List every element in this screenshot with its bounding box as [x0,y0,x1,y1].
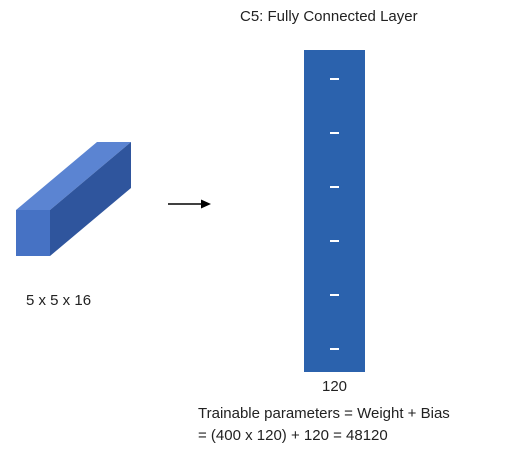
neuron-dash-mark [330,78,339,80]
arrow-head [201,199,211,209]
neuron-dash-mark [330,348,339,350]
input-cuboid [16,142,131,256]
neuron-dash-mark [330,132,339,134]
neuron-dash-mark [330,186,339,188]
neuron-dash-mark [330,294,339,296]
neuron-count-label: 120 [321,378,348,395]
neuron-dash-mark [330,240,339,242]
input-cuboid-front-face [16,210,50,256]
input-dims-label: 5 x 5 x 16 [26,292,92,309]
layer-title: C5: Fully Connected Layer [240,8,418,25]
arrow [168,199,211,209]
input-cuboid-top-face [16,142,131,210]
fully-connected-bar [304,50,365,372]
param-formula-line-2: = (400 x 120) + 120 = 48120 [198,427,388,444]
param-formula-line-1: Trainable parameters = Weight + Bias [198,405,450,422]
input-cuboid-side-face [50,142,131,256]
